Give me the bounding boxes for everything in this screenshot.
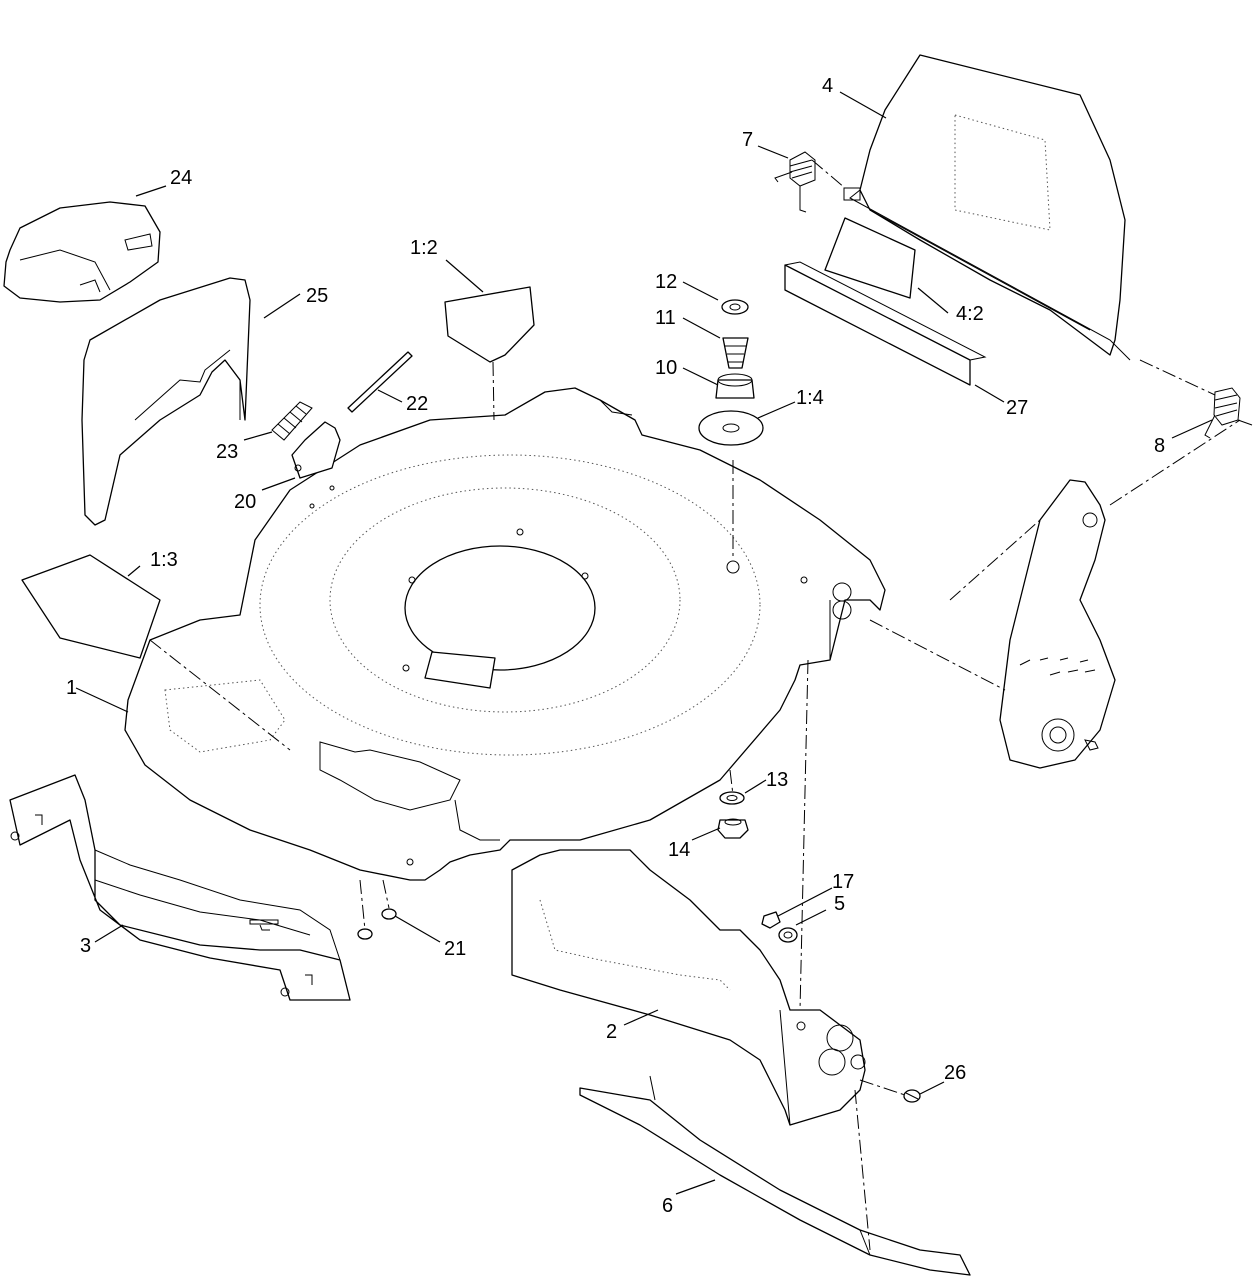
callout-4: 4 <box>822 75 833 97</box>
part-4-rear-door <box>843 54 1131 361</box>
part-1-3-decal <box>21 554 161 659</box>
callout-20: 20 <box>234 491 256 513</box>
part-4-2-label <box>824 217 916 299</box>
part-7-spring <box>774 151 816 213</box>
callout-1-3: 1:3 <box>150 549 178 571</box>
callout-8: 8 <box>1154 435 1165 457</box>
part-23-spring <box>271 401 313 441</box>
callout-22: 22 <box>406 393 428 415</box>
callout-12: 12 <box>655 271 677 293</box>
part-1-deck <box>124 387 886 881</box>
part-2-discharge-chute <box>511 849 866 1126</box>
callout-11: 11 <box>655 307 676 329</box>
part-13-washer <box>719 791 745 805</box>
part-14-nut <box>717 818 749 839</box>
callout-4-2: 4:2 <box>956 303 984 325</box>
part-27-bar <box>784 261 987 386</box>
callout-26: 26 <box>944 1062 966 1084</box>
part-5-spacer <box>778 927 798 943</box>
assembly-center-lines <box>149 159 1241 1251</box>
part-25-door <box>81 277 251 526</box>
callout-5: 5 <box>834 893 845 915</box>
callout-24: 24 <box>170 167 192 189</box>
leader-lines <box>75 91 1213 1195</box>
callout-labels: 1 1:2 1:3 1:4 2 3 4 4:2 5 6 7 8 10 11 12… <box>66 75 1165 1217</box>
part-3-flap-guard <box>9 774 351 1001</box>
part-21-bolts <box>357 908 397 940</box>
callout-10: 10 <box>655 357 677 379</box>
callout-1-2: 1:2 <box>410 237 438 259</box>
callout-23: 23 <box>216 441 238 463</box>
callout-14: 14 <box>668 839 690 861</box>
part-8-spring <box>1204 387 1253 439</box>
part-22-rod <box>347 351 413 413</box>
callout-21: 21 <box>444 938 466 960</box>
callout-1: 1 <box>66 677 77 699</box>
part-20-bracket <box>291 421 341 509</box>
height-adjust-bracket <box>949 479 1116 769</box>
callout-2: 2 <box>606 1021 617 1043</box>
part-10-knob <box>715 373 755 399</box>
callout-3: 3 <box>80 935 91 957</box>
callout-7: 7 <box>742 129 753 151</box>
part-1-4-decal <box>698 410 764 446</box>
part-1-2-decal <box>444 286 535 363</box>
callout-13: 13 <box>766 769 788 791</box>
part-12-washer <box>721 299 749 315</box>
callout-6: 6 <box>662 1195 673 1217</box>
callout-17: 17 <box>832 871 854 893</box>
callout-25: 25 <box>306 285 328 307</box>
callout-1-4: 1:4 <box>796 387 824 409</box>
callout-27: 27 <box>1006 397 1028 419</box>
part-24-cover <box>3 201 161 303</box>
part-6-deflector <box>579 1075 971 1276</box>
part-17-nut <box>761 911 781 929</box>
part-11-plug <box>722 337 749 369</box>
part-26-bolt <box>903 1089 921 1103</box>
